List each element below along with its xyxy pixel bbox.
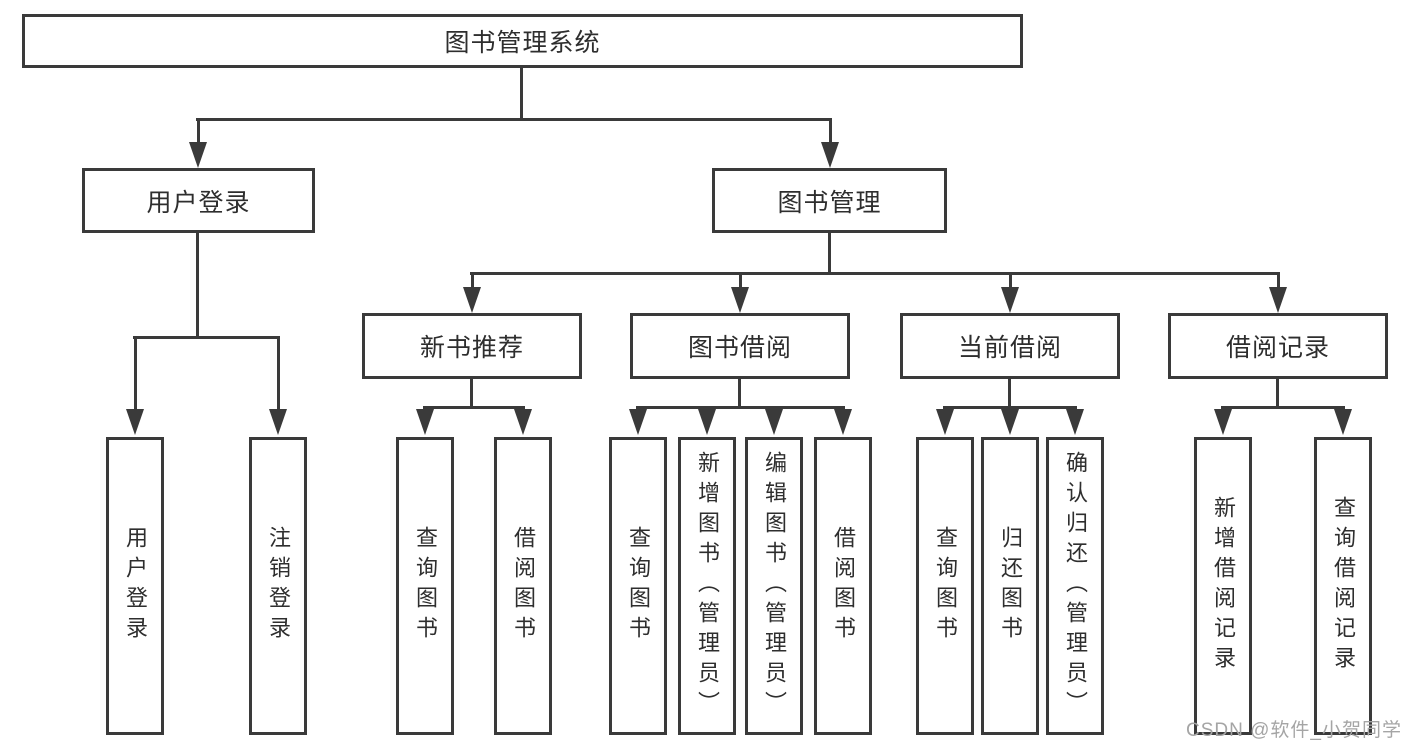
leaf-current-query-books: 查询图书 xyxy=(916,437,974,735)
node-book-borrowing: 图书借阅 xyxy=(630,313,850,379)
connector-line xyxy=(134,339,137,413)
connector-line xyxy=(277,339,280,413)
connector-line xyxy=(828,233,831,275)
leaf-current-confirm-return-admin-label: 确认归还（管理员） xyxy=(1063,451,1088,721)
leaf-logout-label: 注销登录 xyxy=(266,526,291,646)
arrowhead-icon xyxy=(834,409,852,435)
leaf-current-confirm-return-admin: 确认归还（管理员） xyxy=(1046,437,1104,735)
leaf-records-add-record: 新增借阅记录 xyxy=(1194,437,1252,735)
connector-line xyxy=(1276,379,1279,409)
node-borrowing-records: 借阅记录 xyxy=(1168,313,1388,379)
connector-line xyxy=(636,406,845,409)
arrowhead-icon xyxy=(416,409,434,435)
arrowhead-icon xyxy=(1001,409,1019,435)
arrowhead-icon xyxy=(629,409,647,435)
connector-line xyxy=(133,336,280,339)
arrowhead-icon xyxy=(731,287,749,313)
connector-line xyxy=(423,406,525,409)
arrowhead-icon xyxy=(463,287,481,313)
connector-line xyxy=(1277,275,1280,291)
node-current-borrowing: 当前借阅 xyxy=(900,313,1120,379)
leaf-records-query-record: 查询借阅记录 xyxy=(1314,437,1372,735)
leaf-borrow-edit-book-admin-label: 编辑图书（管理员） xyxy=(762,451,787,721)
connector-line xyxy=(196,233,199,339)
connector-line xyxy=(1008,379,1011,409)
node-book-management: 图书管理 xyxy=(712,168,947,233)
node-user-login: 用户登录 xyxy=(82,168,315,233)
connector-line xyxy=(738,379,741,409)
leaf-borrow-borrow-books: 借阅图书 xyxy=(814,437,872,735)
leaf-current-return-books-label: 归还图书 xyxy=(998,526,1023,646)
arrowhead-icon xyxy=(269,409,287,435)
leaf-recommend-query-books: 查询图书 xyxy=(396,437,454,735)
leaf-borrow-add-book-admin: 新增图书（管理员） xyxy=(678,437,736,735)
arrowhead-icon xyxy=(1066,409,1084,435)
arrowhead-icon xyxy=(126,409,144,435)
arrowhead-icon xyxy=(1214,409,1232,435)
connector-line xyxy=(197,121,200,146)
leaf-recommend-borrow-books-label: 借阅图书 xyxy=(511,526,536,646)
leaf-borrow-add-book-admin-label: 新增图书（管理员） xyxy=(695,451,720,721)
connector-line xyxy=(1221,406,1345,409)
leaf-user-login-label: 用户登录 xyxy=(123,526,148,646)
connector-line xyxy=(520,68,523,121)
leaf-records-query-record-label: 查询借阅记录 xyxy=(1331,496,1356,676)
arrowhead-icon xyxy=(1001,287,1019,313)
leaf-borrow-edit-book-admin: 编辑图书（管理员） xyxy=(745,437,803,735)
arrowhead-icon xyxy=(698,409,716,435)
leaf-current-return-books: 归还图书 xyxy=(981,437,1039,735)
leaf-recommend-borrow-books: 借阅图书 xyxy=(494,437,552,735)
leaf-records-add-record-label: 新增借阅记录 xyxy=(1211,496,1236,676)
connector-line xyxy=(196,118,832,121)
leaf-logout: 注销登录 xyxy=(249,437,307,735)
connector-line xyxy=(739,275,742,291)
connector-line xyxy=(943,406,1077,409)
connector-line xyxy=(1009,275,1012,291)
leaf-current-query-books-label: 查询图书 xyxy=(933,526,958,646)
connector-line xyxy=(470,379,473,409)
connector-line xyxy=(829,121,832,146)
arrowhead-icon xyxy=(765,409,783,435)
arrowhead-icon xyxy=(1269,287,1287,313)
leaf-user-login: 用户登录 xyxy=(106,437,164,735)
arrowhead-icon xyxy=(821,142,839,168)
leaf-borrow-query-books: 查询图书 xyxy=(609,437,667,735)
csdn-watermark: CSDN @软件_小贺同学 xyxy=(1186,720,1402,741)
leaf-recommend-query-books-label: 查询图书 xyxy=(413,526,438,646)
arrowhead-icon xyxy=(936,409,954,435)
connector-line xyxy=(470,272,1280,275)
leaf-borrow-borrow-books-label: 借阅图书 xyxy=(831,526,856,646)
connector-line xyxy=(471,275,474,291)
node-library-management-system: 图书管理系统 xyxy=(22,14,1023,68)
arrowhead-icon xyxy=(514,409,532,435)
arrowhead-icon xyxy=(189,142,207,168)
arrowhead-icon xyxy=(1334,409,1352,435)
node-new-book-recommend: 新书推荐 xyxy=(362,313,582,379)
leaf-borrow-query-books-label: 查询图书 xyxy=(626,526,651,646)
